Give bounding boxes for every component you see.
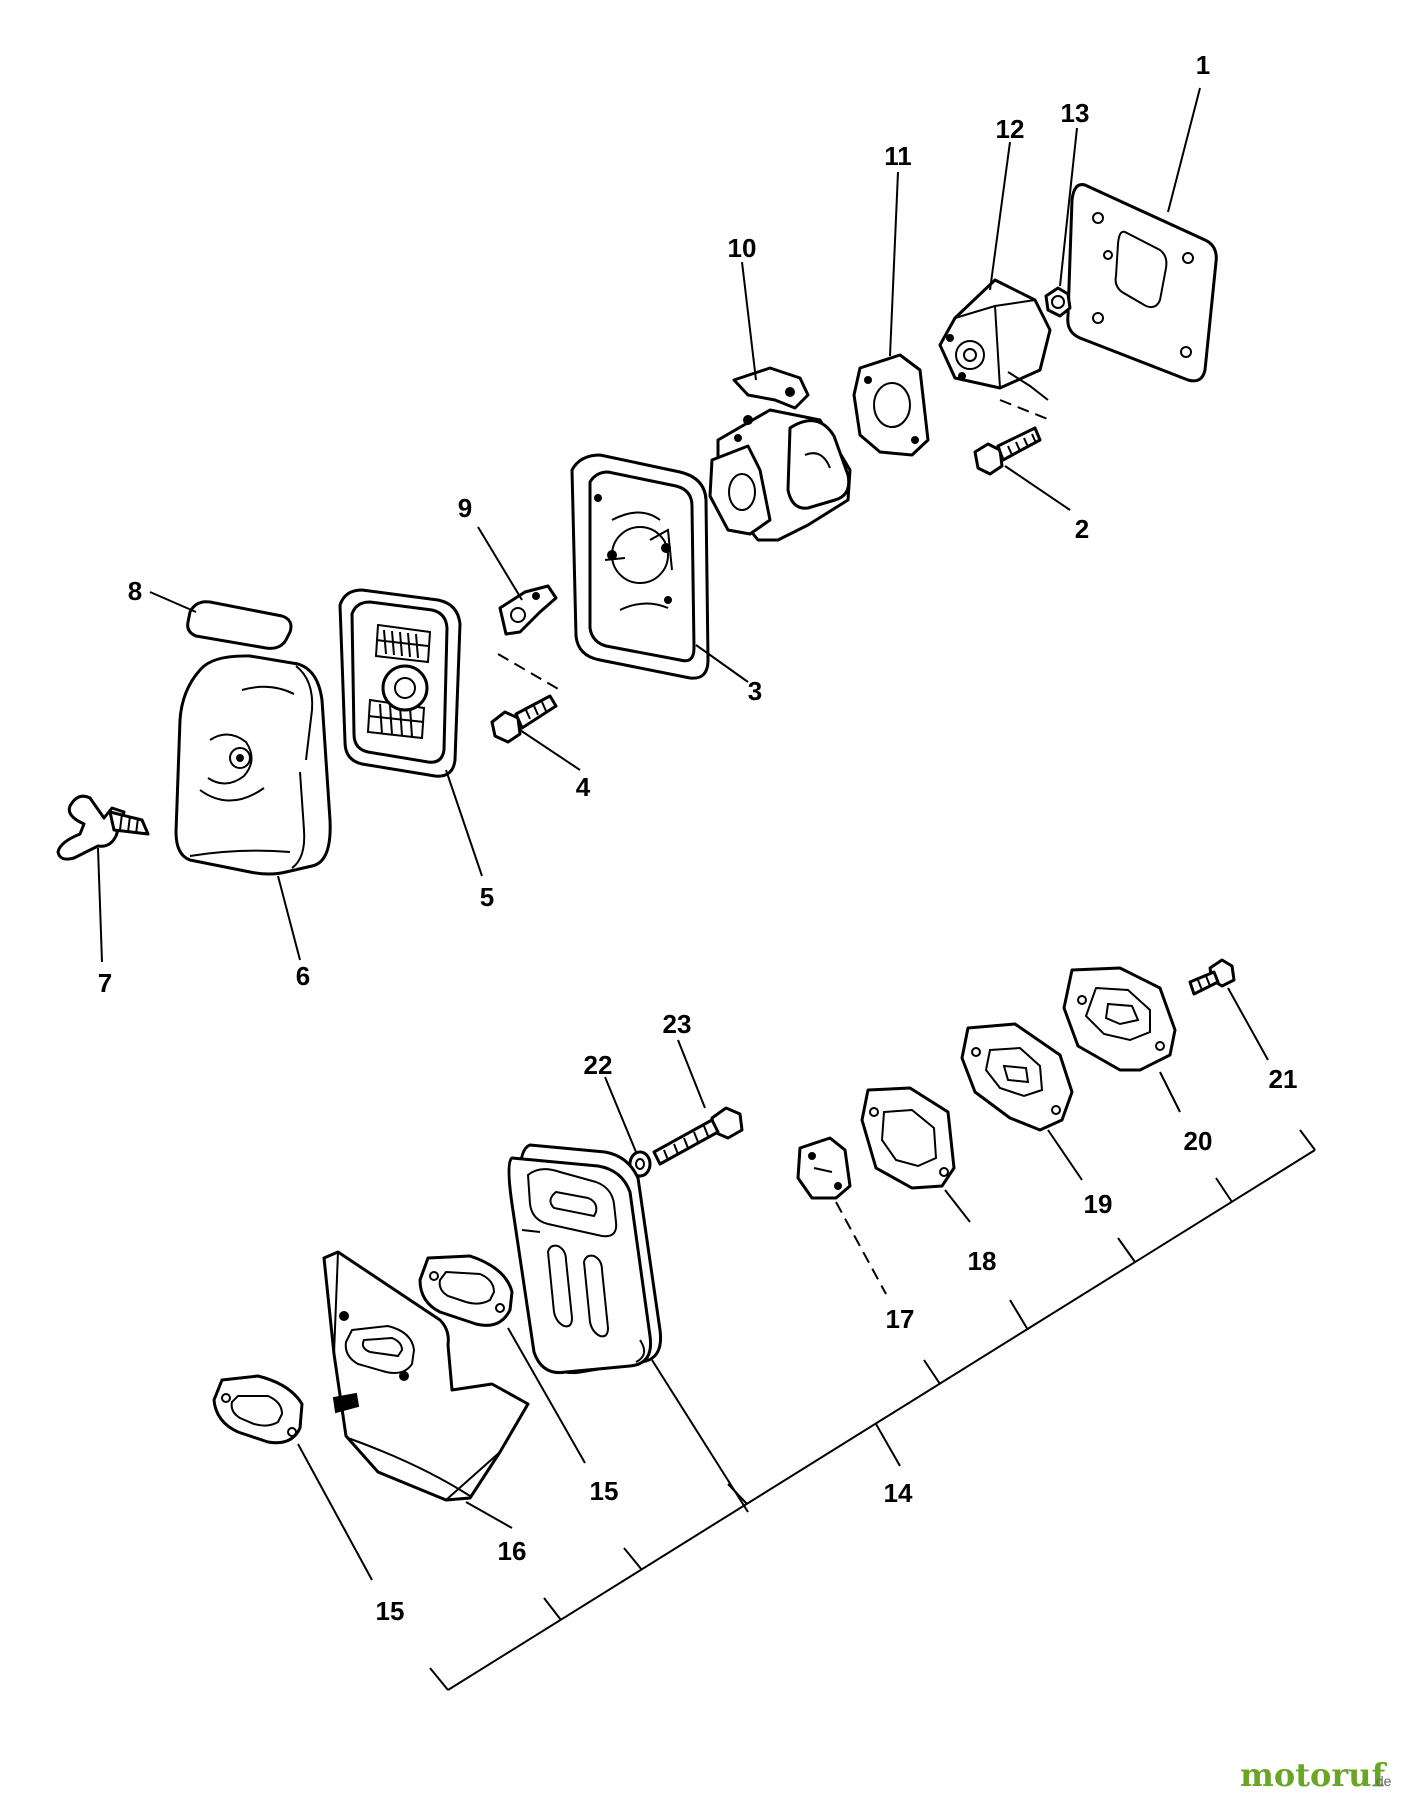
label-8: 8 — [128, 576, 142, 606]
label-5: 5 — [480, 882, 494, 912]
label-12: 12 — [996, 114, 1025, 144]
part-9-bracket — [498, 584, 558, 636]
label-23: 23 — [663, 1009, 692, 1039]
label-20: 20 — [1184, 1126, 1213, 1156]
watermark-logo: motoruf .de — [1240, 1756, 1392, 1794]
part-17-plate — [796, 1136, 852, 1200]
part-6-filter-cover — [174, 654, 332, 876]
label-13: 13 — [1061, 98, 1090, 128]
part-3-filter-base — [570, 453, 710, 680]
part-21-screw — [1188, 958, 1236, 996]
part-5-filter-element — [338, 588, 462, 778]
label-3: 3 — [748, 676, 762, 706]
label-22: 22 — [584, 1050, 613, 1080]
part-15-gasket-lower — [212, 1374, 304, 1445]
part-19-gasket — [960, 1022, 1074, 1132]
label-14: 14 — [884, 1478, 913, 1508]
label-15-upper: 15 — [590, 1476, 619, 1506]
part-14-muffler — [507, 1143, 663, 1375]
part-15-gasket-upper — [418, 1254, 514, 1327]
part-4-bolt — [490, 653, 561, 744]
part-12-adapter — [938, 278, 1052, 401]
label-4: 4 — [576, 772, 591, 802]
label-18: 18 — [968, 1246, 997, 1276]
label-19: 19 — [1084, 1189, 1113, 1219]
part-10-carburetor — [708, 366, 852, 542]
label-6: 6 — [296, 961, 310, 991]
part-16-heat-shield — [322, 1250, 530, 1502]
part-23-bolt — [652, 1106, 744, 1166]
part-20-gasket — [1062, 966, 1177, 1072]
label-10: 10 — [728, 233, 757, 263]
label-9: 9 — [458, 493, 472, 523]
label-17: 17 — [886, 1304, 915, 1334]
svg-text:motoruf: motoruf — [1240, 1756, 1387, 1794]
label-1: 1 — [1196, 50, 1210, 80]
part-8-decal — [186, 600, 293, 650]
kit-14-bracket — [429, 1129, 1316, 1691]
label-2: 2 — [1075, 514, 1089, 544]
part-13-nut — [1044, 286, 1072, 318]
svg-text:.de: .de — [1372, 1773, 1392, 1789]
part-11-gasket — [852, 353, 930, 457]
label-7: 7 — [98, 968, 112, 998]
part-18-gasket — [860, 1086, 956, 1190]
label-16: 16 — [498, 1536, 527, 1566]
label-11: 11 — [884, 141, 912, 171]
label-21: 21 — [1269, 1064, 1298, 1094]
label-15-lower: 15 — [376, 1596, 405, 1626]
part-2-bolt — [973, 399, 1051, 476]
part-1-gasket — [1066, 183, 1218, 383]
part-7-wing-bolt — [56, 794, 150, 861]
